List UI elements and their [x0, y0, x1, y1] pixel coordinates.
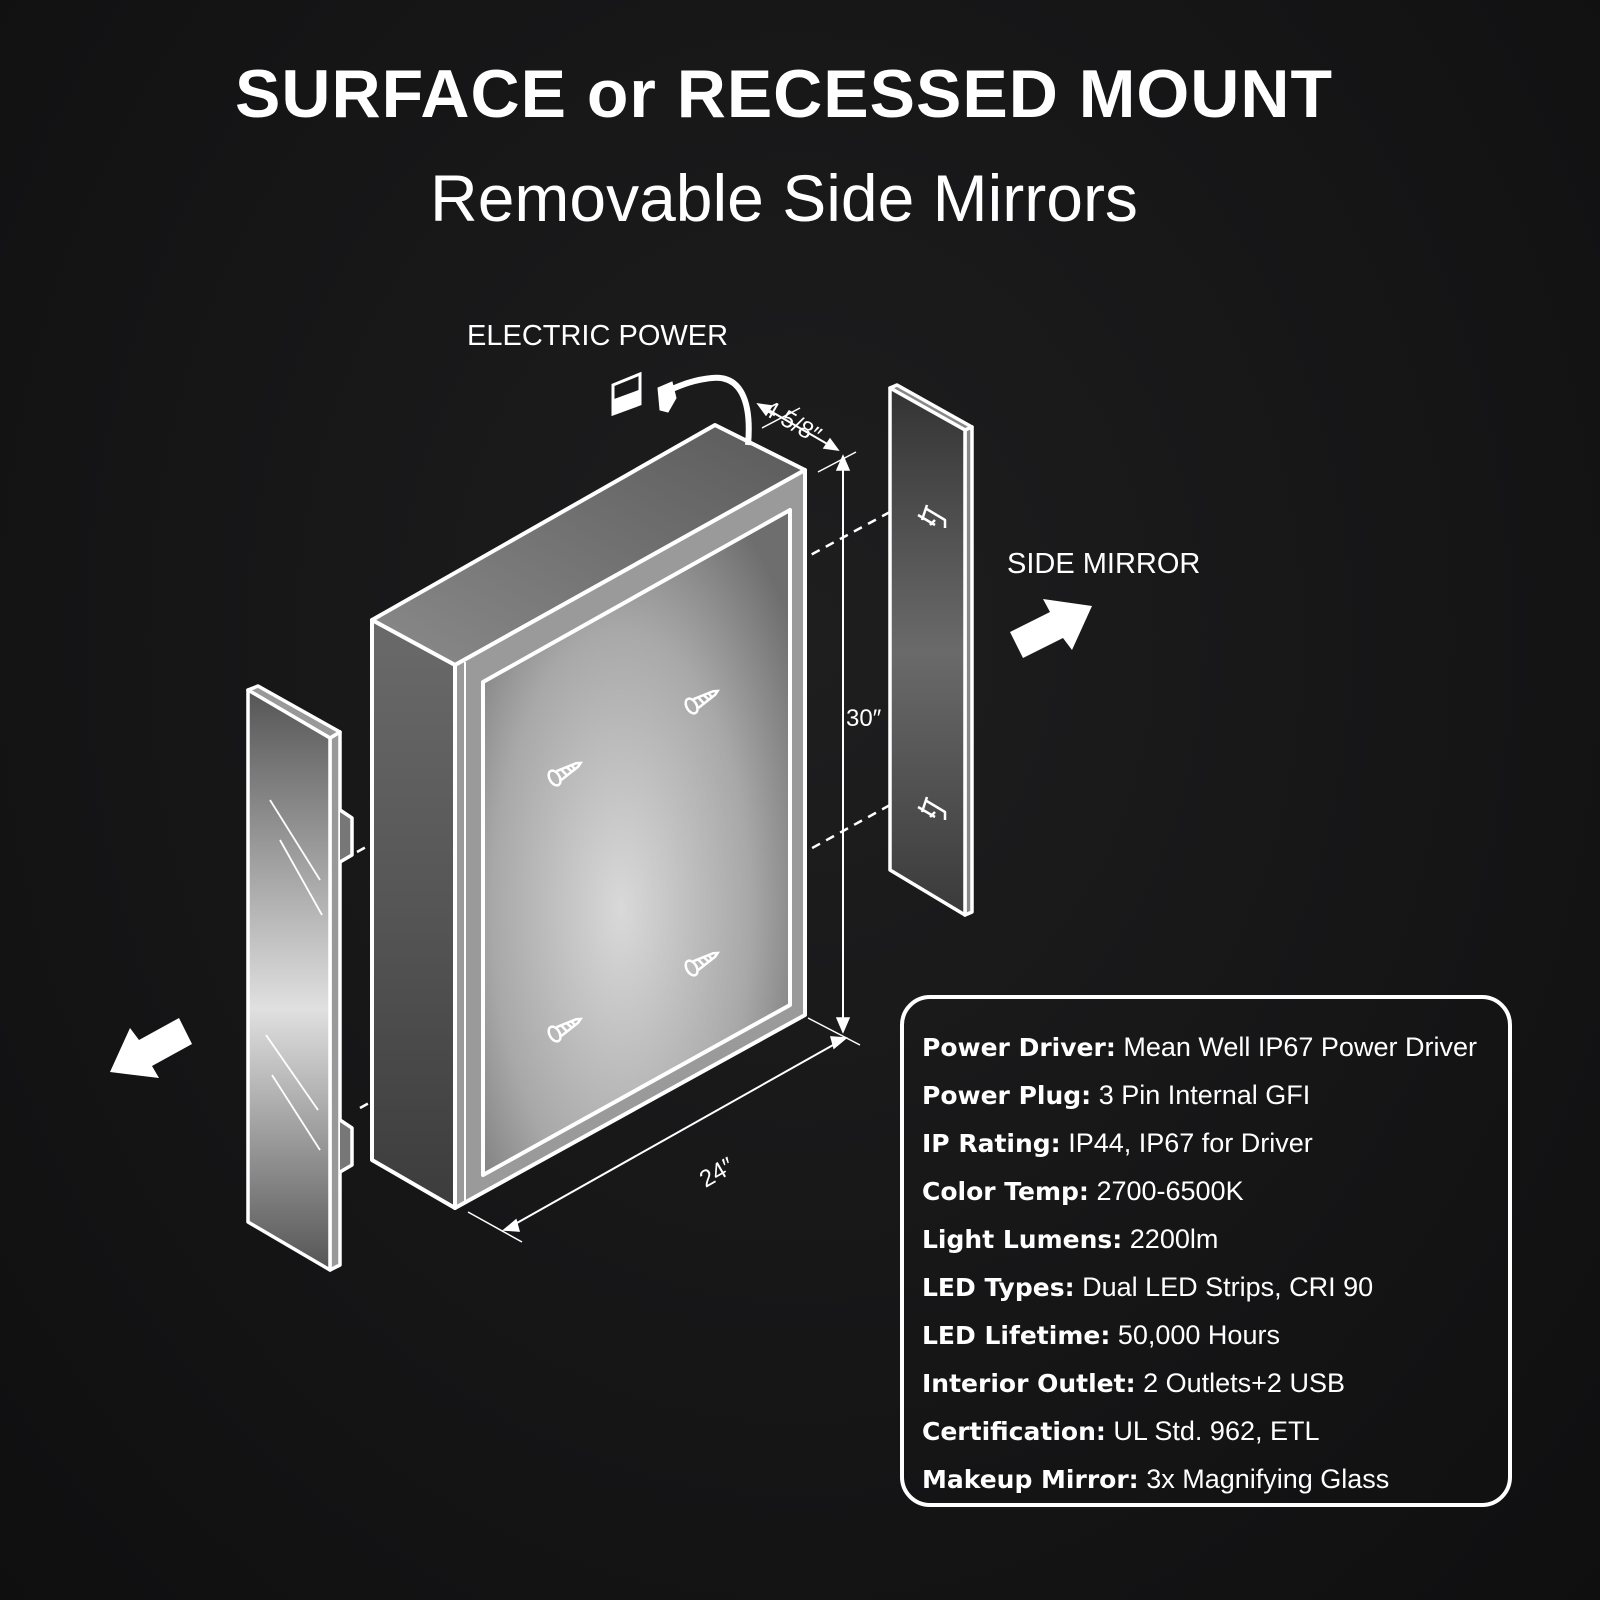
arrow-down-left-icon: [110, 1018, 192, 1078]
electric-power-icon: [611, 371, 752, 446]
led-mirror-door: [481, 508, 792, 1177]
spec-row: Power Driver: Mean Well IP67 Power Drive…: [922, 1032, 1477, 1062]
spec-row: IP Rating: IP44, IP67 for Driver: [922, 1128, 1313, 1158]
specs-box: Power Driver: Mean Well IP67 Power Drive…: [900, 995, 1512, 1507]
page-subtitle: Removable Side Mirrors: [430, 161, 1138, 235]
side-mirror-label: SIDE MIRROR: [1007, 548, 1201, 580]
spec-row: LED Lifetime: 50,000 Hours: [922, 1320, 1280, 1350]
arrow-up-right-icon: [1010, 599, 1092, 658]
spec-row: LED Types: Dual LED Strips, CRI 90: [922, 1272, 1374, 1302]
spec-row: Power Plug: 3 Pin Internal GFI: [922, 1080, 1311, 1110]
screw-icon: [684, 951, 721, 977]
screw-icon: [684, 689, 721, 715]
screw-icons: [547, 689, 721, 1043]
spec-row: Color Temp: 2700-6500K: [922, 1176, 1244, 1206]
cabinet-side-face: [370, 618, 457, 1210]
right-side-mirror-panel: [888, 383, 974, 917]
bracket-icon: [917, 504, 947, 820]
spec-row: Certification: UL Std. 962, ETL: [922, 1416, 1320, 1446]
page-title: SURFACE or RECESSED MOUNT: [235, 56, 1333, 132]
dimension-lines: [467, 403, 861, 1243]
left-side-mirror-panel: [246, 684, 354, 1272]
spec-row: Light Lumens: 2200lm: [922, 1224, 1219, 1254]
height-dimension: 30″: [846, 705, 882, 732]
medicine-cabinet: [370, 423, 807, 1210]
spec-row: Makeup Mirror: 3x Magnifying Glass: [922, 1464, 1390, 1494]
electric-power-label: ELECTRIC POWER: [467, 320, 729, 352]
screw-icon: [547, 761, 584, 787]
screw-icon: [547, 1017, 584, 1043]
spec-row: Interior Outlet: 2 Outlets+2 USB: [922, 1368, 1345, 1398]
